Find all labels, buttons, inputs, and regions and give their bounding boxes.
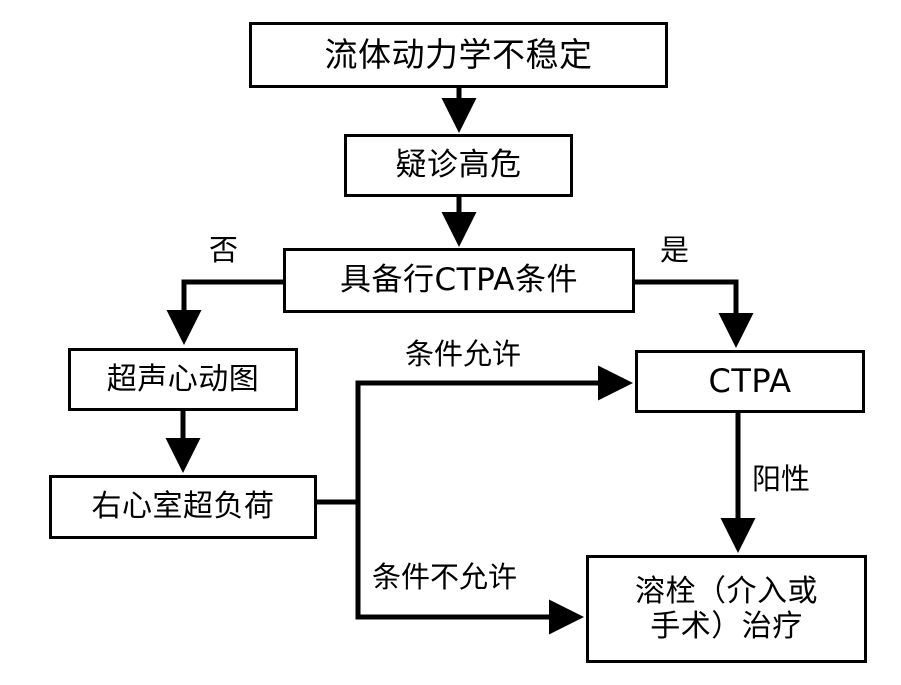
edge-n5-n7	[355, 502, 585, 635]
edge-n3-n4	[166, 279, 283, 346]
node-thrombolysis-treatment[interactable]: 溶栓（介入或 手术）治疗	[586, 555, 867, 663]
edge-n3-n6	[635, 279, 754, 349]
edge-label-condition-deny: 条件不允许	[372, 560, 518, 594]
node-echocardiogram[interactable]: 超声心动图	[68, 348, 298, 411]
edge-label-condition-allow: 条件允许	[405, 337, 522, 371]
edge-label-no: 否	[209, 233, 239, 267]
node-ctpa-eligibility-decision[interactable]: 具备行CTPA条件	[283, 248, 635, 313]
node-hemodynamic-instability[interactable]: 流体动力学不稳定	[249, 22, 668, 88]
edge-label-positive: 阳性	[752, 462, 811, 496]
edge-n5-n6	[355, 365, 634, 502]
node-ctpa[interactable]: CTPA	[635, 350, 865, 413]
node-suspected-high-risk[interactable]: 疑诊高危	[344, 134, 573, 197]
edge-label-yes: 是	[660, 233, 690, 267]
node-right-ventricular-overload[interactable]: 右心室超负荷	[49, 475, 317, 539]
